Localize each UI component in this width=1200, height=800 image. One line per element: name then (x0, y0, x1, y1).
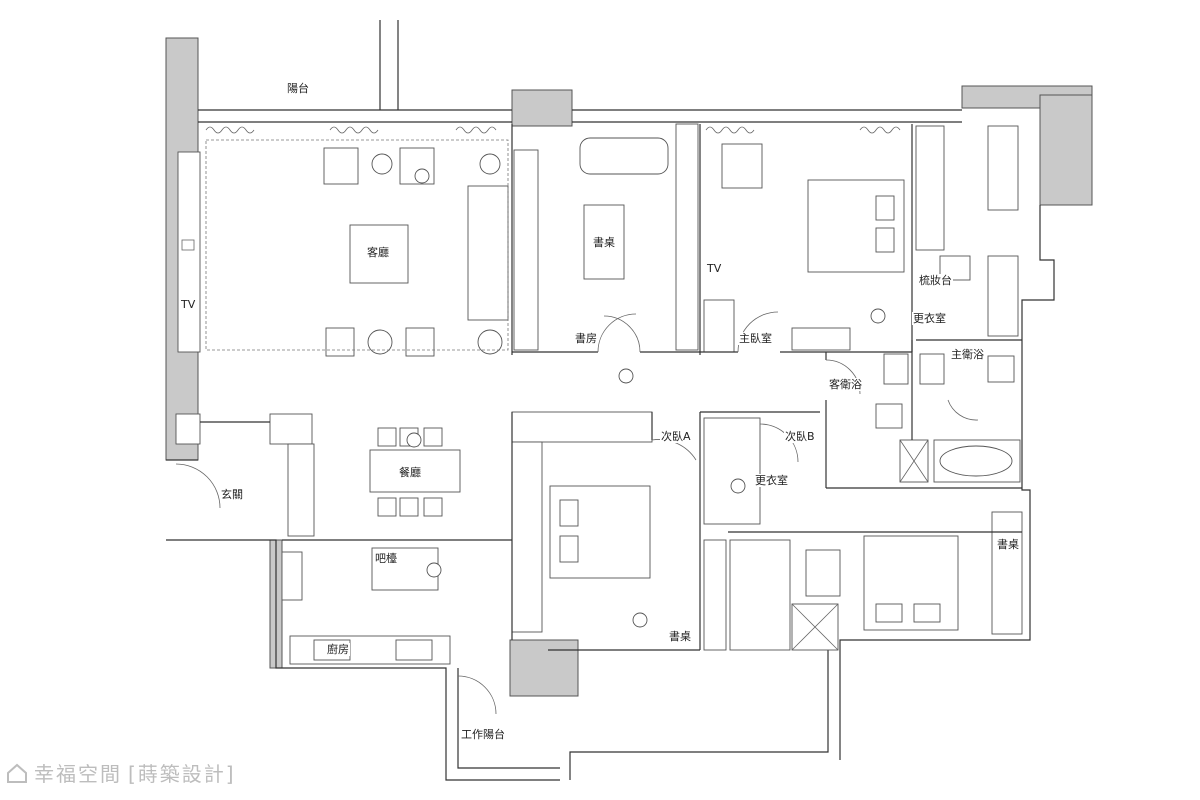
bedroom-a-desk-label: 書桌 (668, 630, 692, 643)
living-room-label: 客廳 (366, 246, 390, 259)
master-closet-label: 更衣室 (912, 312, 947, 325)
living-room-furniture (177, 139, 509, 357)
watermark-designer: [蒔築設計] (128, 762, 236, 786)
dining-label: 餐廳 (398, 466, 422, 479)
study-desk-label: 書桌 (592, 236, 616, 249)
exterior-outline (166, 20, 1055, 781)
tv-label-living: TV (180, 298, 197, 311)
bedroom-a-label: 次臥A (660, 430, 692, 443)
bedroom-a-furniture (511, 411, 701, 651)
curtains (205, 126, 901, 134)
bedroom-b-closet-label: 更衣室 (754, 474, 789, 487)
master-bedroom-label: 主臥室 (738, 332, 773, 345)
entrance-label: 玄關 (220, 488, 244, 501)
balcony-label: 陽台 (286, 82, 310, 95)
vanity-label: 梳妝台 (918, 274, 953, 287)
watermark: 幸福空間 [蒔築設計] (6, 758, 236, 787)
study-furniture (511, 123, 701, 355)
house-icon (7, 763, 27, 783)
kitchen-label: 廚房 (326, 643, 350, 656)
bedroom-b-label: 次臥B (784, 430, 816, 443)
guest-bath-furniture (825, 352, 1022, 489)
people-figures (406, 168, 886, 628)
master-bath-label: 主衛浴 (950, 348, 985, 361)
bedroom-b-desk-label: 書桌 (996, 538, 1020, 551)
bedroom-b-furniture (700, 411, 1023, 651)
watermark-brand: 幸福空間 (34, 762, 122, 786)
bar-label: 吧檯 (374, 552, 398, 565)
tv-label-master: TV (706, 262, 723, 275)
guest-bath-label: 客衛浴 (828, 378, 863, 391)
utility-balcony-label: 工作陽台 (460, 728, 506, 741)
study-label: 書房 (574, 332, 598, 345)
master-closet-bath (899, 125, 1022, 483)
dining-kitchen-furniture (175, 413, 512, 665)
